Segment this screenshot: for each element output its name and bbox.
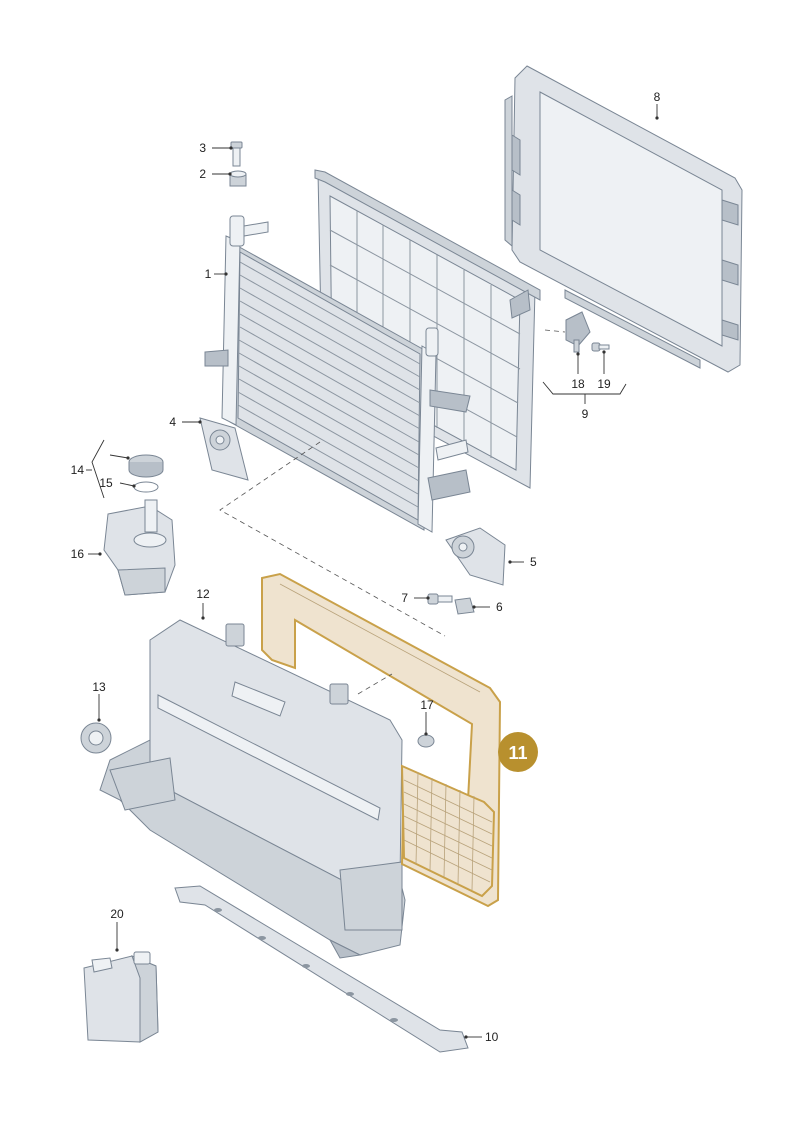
leader-lines: [86, 104, 659, 1039]
label-part-3: 3: [199, 141, 206, 155]
badge-label-part-11: 11: [508, 743, 527, 763]
seal-frame-part-11: [261, 572, 502, 908]
label-part-20: 20: [110, 907, 124, 921]
label-part-18: 18: [571, 377, 585, 391]
label-part-7: 7: [401, 591, 408, 605]
bolt-part-3: [230, 141, 243, 167]
strip-part-10: [174, 885, 469, 1053]
label-part-19: 19: [597, 377, 611, 391]
air-guide-part-12: [99, 619, 406, 959]
bushing-part-2: [229, 170, 247, 187]
label-part-16: 16: [71, 547, 85, 561]
nut-part-6: [454, 597, 475, 615]
sensor-part-18: [565, 311, 591, 353]
cap-part-14: [128, 454, 164, 478]
label-part-12: 12: [196, 587, 210, 601]
label-part-9: 9: [582, 407, 589, 421]
label-part-13: 13: [92, 680, 106, 694]
label-part-15: 15: [99, 476, 113, 490]
clip-part-17: [417, 734, 435, 748]
label-part-1: 1: [205, 267, 212, 281]
label-part-10: 10: [485, 1030, 499, 1044]
bottle-part-20: [83, 951, 159, 1043]
reservoir-part-16: [103, 499, 176, 596]
screw-part-19: [591, 342, 610, 352]
highlight-badge-part-11: 11: [498, 732, 538, 772]
label-part-8: 8: [654, 90, 661, 104]
label-part-4: 4: [169, 415, 176, 429]
label-part-2: 2: [199, 167, 206, 181]
seal-part-15: [133, 481, 159, 493]
bolt-part-7: [427, 593, 453, 605]
frame-part-8: [504, 65, 743, 373]
cap-part-13: [80, 722, 112, 754]
radiator-part-1: [204, 215, 471, 533]
label-part-6: 6: [496, 600, 503, 614]
bracket-part-4: [199, 417, 249, 481]
label-part-17: 17: [420, 698, 434, 712]
label-part-14: 14: [71, 463, 85, 477]
assembly-lines: [219, 329, 566, 695]
label-part-5: 5: [530, 555, 537, 569]
bracket-part-5: [445, 527, 506, 586]
